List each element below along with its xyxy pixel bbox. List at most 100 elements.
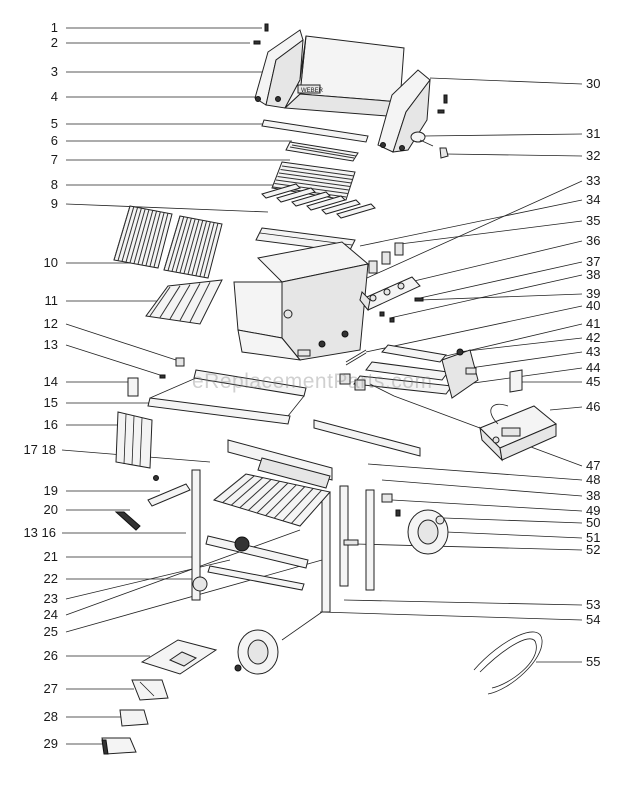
callout-33: 33 [586, 173, 601, 188]
callout-54: 54 [586, 612, 601, 627]
grate-bar [149, 212, 165, 267]
grate-bar [125, 207, 142, 263]
callout-10: 10 [43, 255, 58, 270]
callout-46: 46 [586, 399, 601, 414]
callout-51: 51 [586, 530, 601, 545]
grate-bar [203, 222, 219, 278]
hooks-brackets [114, 475, 191, 531]
callout-6: 6 [50, 133, 58, 148]
front-wheel [234, 611, 323, 675]
grate-bar [121, 207, 139, 262]
callout-25: 25 [43, 624, 58, 639]
callout-8: 8 [50, 177, 58, 192]
leader-line [469, 351, 583, 369]
leader-line [423, 133, 583, 137]
grate-bar [167, 216, 185, 271]
leader-line [367, 463, 583, 481]
thermometer [410, 131, 449, 159]
grate-bar [199, 222, 215, 277]
callout-48: 48 [586, 472, 601, 487]
callout-7: 7 [50, 152, 58, 167]
callout-45: 45 [586, 374, 601, 389]
grate-bar [191, 220, 208, 276]
leader-line [409, 240, 583, 283]
leader-line [443, 517, 583, 524]
leader-line [391, 499, 583, 512]
leader-line [445, 531, 583, 539]
callout-13-16: 13 16 [23, 525, 56, 540]
grate-bar [145, 211, 161, 266]
shelf-slat [282, 488, 314, 522]
callout-13: 13 [43, 337, 58, 352]
leader-line [359, 199, 583, 247]
igniter-parts [379, 297, 424, 323]
leader-line [65, 323, 177, 361]
leader-line [343, 599, 583, 606]
grate-bar [183, 219, 200, 274]
leader-line [429, 77, 583, 85]
leader-line [381, 479, 583, 497]
callout-53: 53 [586, 597, 601, 612]
leader-line [399, 220, 583, 245]
shelf-slat [291, 489, 322, 524]
leader-line [65, 344, 161, 376]
grate-bar [281, 165, 355, 177]
grate-bar [137, 210, 154, 265]
callout-44: 44 [586, 360, 601, 375]
callout-9: 9 [50, 196, 58, 211]
tray-slat [149, 286, 171, 317]
grate-bar [275, 179, 349, 191]
grate-bar [175, 217, 192, 273]
leader-line [445, 153, 583, 157]
flavorizer-bar [261, 183, 301, 199]
shelf-slat [213, 473, 247, 501]
cooking-grate-small [271, 161, 356, 201]
drip-pan-liner [119, 709, 149, 727]
burner-bracket [509, 369, 523, 393]
leader-line [65, 559, 231, 600]
grate-bar [163, 215, 181, 271]
leader-line [65, 203, 269, 213]
tray-slat [179, 283, 201, 321]
callout-15: 15 [43, 395, 58, 410]
callout-11: 11 [44, 293, 59, 308]
grate-bar [141, 210, 158, 266]
fuel-scale [479, 403, 557, 462]
leader-line [355, 543, 583, 551]
callout-1: 1 [50, 20, 58, 35]
callout-17-18: 17 18 [23, 442, 56, 457]
shelf-slat [248, 480, 280, 511]
lid-brand-plate: WEBER [301, 88, 324, 94]
callout-42: 42 [586, 330, 601, 345]
shelf-slat [273, 486, 306, 519]
leader-line [549, 406, 583, 411]
callout-26: 26 [43, 648, 58, 663]
control-knobs [368, 242, 404, 274]
catch-pan-tray [145, 279, 223, 325]
flavorizer-bar [291, 191, 331, 207]
cooking-grates [113, 205, 223, 279]
burner-tubes [353, 344, 479, 399]
tray-slat [169, 284, 191, 320]
grate-bar [117, 206, 135, 261]
tray-slat [189, 281, 211, 323]
shelf-slat [239, 479, 272, 509]
callout-23: 23 [43, 591, 58, 606]
leader-line [365, 305, 583, 353]
callout-55: 55 [586, 654, 601, 669]
spark-generator [345, 349, 367, 366]
flavorizer-bar [321, 199, 361, 215]
tray-slat [159, 285, 181, 318]
right-end-cap [377, 69, 448, 153]
gas-hose [473, 631, 543, 695]
callout-12: 12 [43, 316, 58, 331]
pan-holder [131, 679, 169, 701]
callout-22: 22 [43, 571, 58, 586]
leader-line [319, 611, 583, 621]
cookbox [233, 241, 370, 361]
callout-38: 38 [586, 267, 601, 282]
cart-frame [191, 419, 421, 613]
leader-line [419, 261, 583, 299]
callout-30: 30 [586, 76, 601, 91]
